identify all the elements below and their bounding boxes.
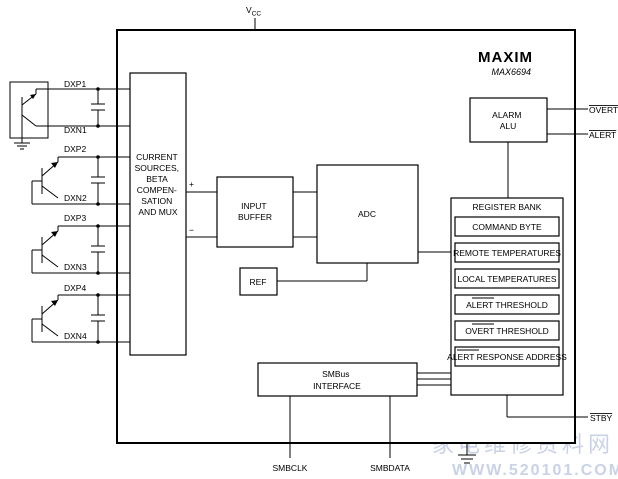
remote-transistor-1 [9, 81, 58, 150]
register-row-label: LOCAL TEMPERATURES [457, 274, 556, 284]
pin-dxp3-label: DXP3 [64, 213, 86, 223]
ground-symbol [458, 443, 476, 464]
pin-dxp2-label: DXP2 [64, 144, 86, 154]
remote-transistor-3 [31, 226, 59, 274]
pin-dxn3-label: DXN3 [64, 262, 87, 272]
ref-label: REF [250, 277, 267, 287]
register-row [454, 216, 560, 237]
pin-wiring [58, 87, 130, 344]
register-row-label: ALERT RESPONSE ADDRESS [447, 352, 567, 362]
register-row [454, 294, 560, 315]
remote-transistor-2 [31, 157, 59, 205]
alert-pin-label: ALERT [589, 130, 616, 140]
adc-label: ADC [358, 209, 376, 219]
remote-transistor-4 [31, 295, 59, 343]
part-number: MAX6694 [491, 67, 531, 77]
register-row [454, 320, 560, 341]
smbus-interface-block [257, 362, 418, 397]
watermark-url: WWW.520101.COM [452, 462, 618, 479]
input-buffer-label: INPUT BUFFER [238, 201, 272, 222]
vcc-pin: VCC [246, 5, 261, 30]
register-row-label: COMMAND BYTE [472, 222, 542, 232]
alarm-alu-label: ALARM ALU [492, 110, 524, 131]
minus-label: − [189, 225, 194, 235]
smbus-interface-label: SMBus INTERFACE [313, 369, 361, 391]
pin-dxn2-label: DXN2 [64, 193, 87, 203]
adc-block [316, 164, 419, 264]
pin-dxp1-label: DXP1 [64, 79, 86, 89]
stby-pin-label: STBY [590, 413, 613, 423]
register-row-label: REMOTE TEMPERATURES [453, 248, 561, 258]
vcc-label: VCC [246, 5, 261, 18]
pin-dxn1-label: DXN1 [64, 125, 87, 135]
plus-label: + [189, 179, 194, 189]
register-row-label: ALERT THRESHOLD [466, 300, 548, 310]
overt-pin-label: OVERT [589, 105, 618, 115]
register-row [454, 346, 560, 367]
smbdata-pin-label: SMBDATA [370, 463, 410, 473]
current-sources-label: CURRENT SOURCES, BETA COMPEN- SATION AND… [135, 152, 182, 217]
register-row-label: OVERT THRESHOLD [465, 326, 549, 336]
alarm-alu-block [469, 97, 548, 143]
remote-diode-pins: DXP1 DXN1 DXP2 DXN2 DXP3 DXN3 DXP4 DXN4 [64, 79, 87, 341]
current-sources-mux-block [129, 72, 187, 356]
register-bank-title: REGISTER BANK [473, 202, 542, 212]
smbclk-pin-label: SMBCLK [273, 463, 308, 473]
register-row [454, 242, 560, 263]
input-buffer-block [216, 176, 294, 248]
register-row [454, 268, 560, 289]
maxim-logo: MAXIM [478, 49, 533, 66]
pin-dxn4-label: DXN4 [64, 331, 87, 341]
pin-dxp4-label: DXP4 [64, 283, 86, 293]
register-list: COMMAND BYTE REMOTE TEMPERATURES LOCAL T… [447, 216, 567, 367]
